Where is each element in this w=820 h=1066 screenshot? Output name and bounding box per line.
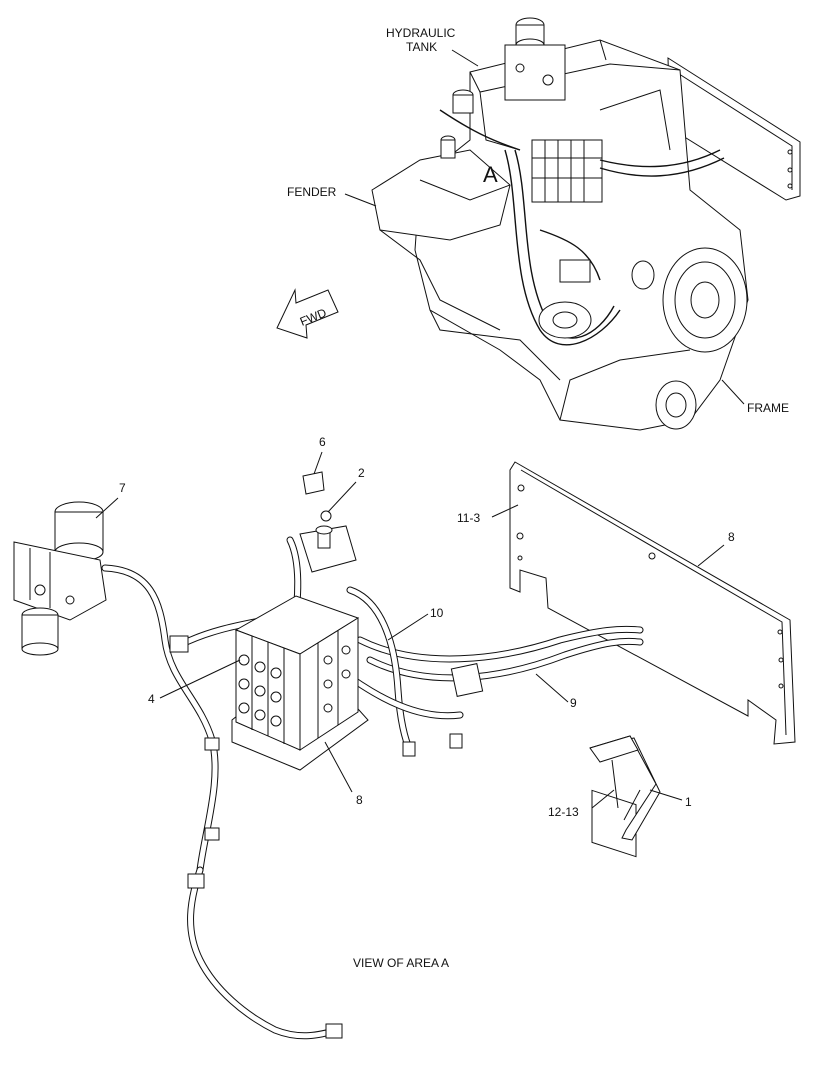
part-callouts: 6 2 7 11-3 8 10 4 9 1 8 8 12-13 (95, 435, 735, 819)
callout-9: 9 (570, 696, 577, 710)
callout-7: 7 (119, 481, 126, 495)
machine-overview: HYDRAULIC TANK FENDER A FWD FRAME (276, 17, 801, 431)
label-fender: FENDER (287, 185, 337, 199)
callout-fender: FENDER (287, 185, 377, 207)
fwd-arrow-icon: FWD (276, 288, 339, 339)
label-hydraulic: HYDRAULIC (386, 26, 456, 40)
hydraulic-tank (504, 17, 566, 101)
machine-body (371, 39, 749, 431)
callout-10: 10 (430, 606, 444, 620)
callout-1: 1 (685, 795, 692, 809)
callout-5: 6 (319, 435, 326, 449)
valve-cluster (531, 139, 603, 203)
decal (302, 471, 325, 495)
pump-assembly (538, 259, 592, 339)
label-tank: TANK (406, 40, 437, 54)
bracket (589, 735, 661, 841)
filter-assembly (13, 501, 107, 656)
callout-4: 4 (148, 692, 155, 706)
filter-canister (440, 89, 474, 159)
callout-8-label: 8 (356, 793, 363, 807)
hose-lines (101, 536, 644, 1040)
callout-2: 2 (358, 466, 365, 480)
callout-6: 8 (728, 530, 735, 544)
area-a-marker: A (483, 162, 498, 187)
view-caption: VIEW OF AREA A (353, 956, 449, 970)
label-frame: FRAME (747, 401, 789, 415)
control-valve (231, 595, 369, 771)
callout-12-13: 12-13 (548, 805, 579, 819)
detail-view: 6 2 7 11-3 8 10 4 9 1 8 8 12-13 (13, 435, 796, 1040)
callout-11-3: 11-3 (457, 511, 480, 525)
guard-plate (509, 461, 796, 858)
callout-hydraulic-tank: HYDRAULIC TANK (386, 26, 479, 67)
joystick (299, 510, 357, 573)
final-drive (631, 247, 748, 430)
callout-frame: FRAME (721, 379, 789, 415)
